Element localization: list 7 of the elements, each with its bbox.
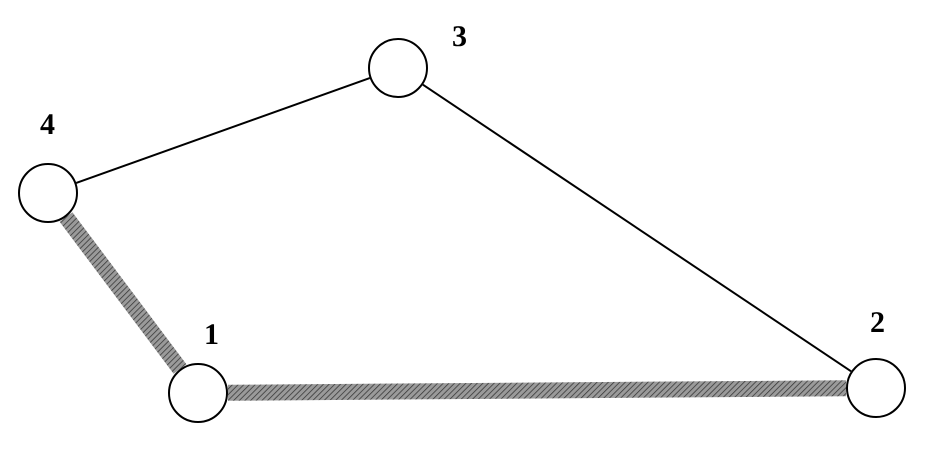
- node-number: 2: [870, 308, 885, 338]
- hatched-bar: [60, 212, 186, 374]
- node-number: 4: [40, 110, 55, 140]
- connector-line: [422, 84, 852, 372]
- node-number: 3: [452, 22, 467, 52]
- node-number: 1: [204, 320, 219, 350]
- hatched-bar: [228, 380, 846, 401]
